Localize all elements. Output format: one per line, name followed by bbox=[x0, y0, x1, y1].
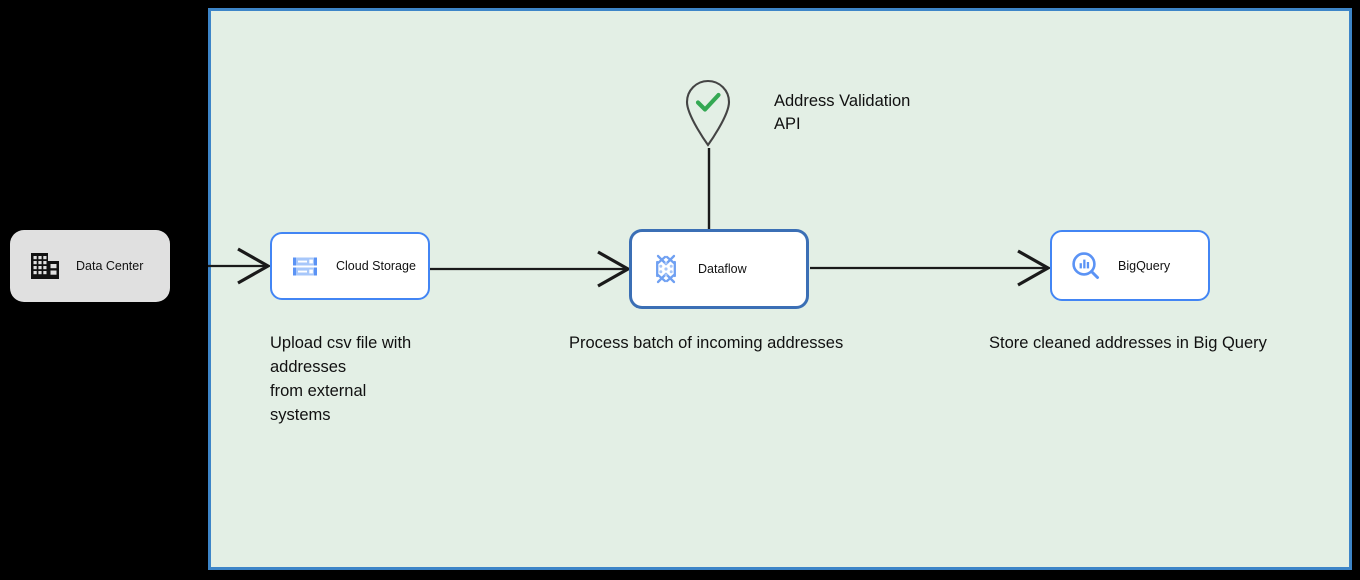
node-label-bigquery: BigQuery bbox=[1118, 258, 1171, 273]
dataflow-icon bbox=[650, 253, 682, 285]
node-label-dataflow: Dataflow bbox=[698, 262, 747, 276]
map-pin-check-icon bbox=[683, 78, 733, 153]
data-center-building-icon bbox=[30, 252, 60, 280]
caption-bigquery: Store cleaned addresses in Big Query bbox=[989, 334, 1267, 352]
caption-dataflow: Process batch of incoming addresses bbox=[569, 334, 844, 352]
node-bigquery[interactable]: BigQuery bbox=[1050, 230, 1210, 301]
node-dataflow[interactable]: Dataflow bbox=[630, 230, 808, 308]
cloud-storage-icon bbox=[290, 251, 320, 281]
node-label-cloud-storage: Cloud Storage bbox=[336, 259, 416, 273]
node-cloud-storage[interactable]: Cloud Storage bbox=[270, 232, 430, 300]
node-label-data-center: Data Center bbox=[76, 259, 144, 273]
node-address-validation-api[interactable]: Address Validation API bbox=[683, 78, 910, 153]
node-data-center[interactable]: Data Center bbox=[10, 230, 170, 302]
bigquery-icon bbox=[1070, 250, 1102, 282]
node-label-address-validation-api: Address Validation API bbox=[774, 92, 911, 133]
caption-cloud-storage: Upload csv file with addresses from exte… bbox=[270, 334, 412, 424]
